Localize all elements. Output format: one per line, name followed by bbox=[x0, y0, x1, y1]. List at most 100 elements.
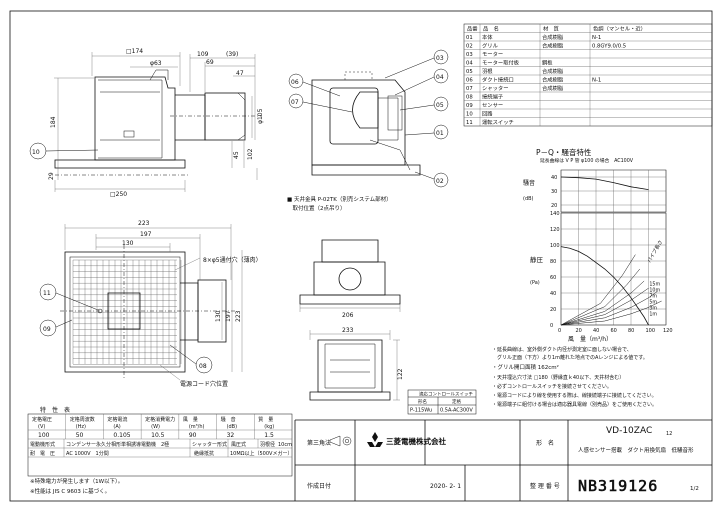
noise-tick-label: 40 bbox=[551, 175, 557, 181]
hole-label: 8×φ5通付穴（薄肉） bbox=[203, 256, 262, 264]
angle-label: 第三角法 bbox=[307, 439, 331, 447]
spec-note-1: ※特殊電力が発生します（1W以下）。 bbox=[30, 477, 123, 485]
withstand-label: 耐 電 圧 bbox=[30, 450, 55, 457]
spec-unit: (dB) bbox=[227, 424, 238, 430]
dim-109: 109 bbox=[197, 51, 209, 58]
callout-05 bbox=[399, 96, 449, 112]
parts-cell: 合成樹脂 bbox=[542, 75, 564, 83]
x-tick-label: 80 bbox=[628, 328, 634, 334]
parts-cell: ダクト接続口 bbox=[482, 75, 514, 83]
shutter-value: 風圧式 bbox=[231, 441, 246, 448]
parts-cell: グリル bbox=[482, 41, 499, 49]
spec-header: 定格電圧 bbox=[32, 416, 52, 423]
spec-header: 定格電流 bbox=[107, 416, 127, 423]
control-box-rating: 0.5A-AC300V bbox=[440, 408, 473, 414]
blade-value: 10cm bbox=[278, 442, 292, 448]
callout-11 bbox=[39, 283, 99, 311]
spec-value: 100 bbox=[38, 432, 50, 439]
blade-label: 羽根径 bbox=[260, 441, 275, 448]
pipe-length-10m: 10m bbox=[649, 287, 660, 293]
dim-122: 122 bbox=[397, 368, 404, 380]
parts-cell: 02 bbox=[466, 43, 473, 49]
pq-note-line-6: ・電源コードにより線を使用する際は、線接続端子に接続してください。 bbox=[492, 392, 657, 399]
mitsubishi-logo bbox=[367, 432, 383, 447]
parts-cell: モーター bbox=[482, 50, 503, 58]
dim-130-side: 130 bbox=[215, 310, 222, 322]
parts-cell: 合成樹脂 bbox=[542, 41, 564, 49]
x-tick-label: 20 bbox=[576, 328, 582, 334]
y-tick-label: 40 bbox=[550, 291, 556, 297]
fixture-note-1: ■ 天井金具 P-02TK（別売システム部材） bbox=[287, 195, 392, 203]
callout-10 bbox=[29, 142, 99, 160]
pipe-length-5m: 5m bbox=[649, 299, 657, 305]
resistance-curve-5m bbox=[560, 287, 649, 326]
dim-69: 69 bbox=[206, 59, 214, 66]
pressure-axis-unit: (Pa) bbox=[530, 280, 540, 286]
spec-value: 90 bbox=[189, 432, 197, 439]
callout-11-label: 11 bbox=[43, 290, 51, 297]
dim-250: □250 bbox=[110, 191, 127, 198]
model-suffix: 12 bbox=[666, 431, 672, 437]
spec-header: 定格周波数 bbox=[70, 416, 95, 423]
parts-cell: 10 bbox=[466, 111, 473, 117]
resistance-curve-3m bbox=[560, 291, 658, 326]
spec-value: 32 bbox=[227, 432, 235, 439]
parts-cell: N-1 bbox=[592, 77, 601, 83]
callout-01-label: 01 bbox=[436, 130, 444, 137]
dim-197-top: 197 bbox=[140, 231, 152, 238]
callout-07-label: 07 bbox=[291, 99, 299, 106]
pq-note: 延長曲線は V P 管 φ100 の場合 AC100V bbox=[540, 157, 634, 164]
fixture-note-2: 取付位置（2点吊り） bbox=[287, 204, 346, 212]
parts-cell: 合成樹脂 bbox=[542, 84, 564, 92]
callout-03-label: 03 bbox=[436, 55, 444, 62]
dim-63: φ63 bbox=[150, 60, 162, 67]
y-tick-label: 20 bbox=[550, 307, 556, 313]
callout-05-label: 05 bbox=[436, 102, 444, 109]
y-tick-label: 80 bbox=[550, 259, 556, 265]
parts-cell: 鋼板 bbox=[542, 58, 553, 66]
noise-tick-label: 20 bbox=[551, 203, 557, 209]
noise-axis-label: 騒音 bbox=[523, 179, 535, 187]
resistance-curve-1m bbox=[560, 300, 662, 326]
spec-unit: (V) bbox=[38, 424, 45, 430]
parts-cell: 運転スイッチ bbox=[482, 119, 514, 126]
motor-value: コンデンサー永久分相形単相誘導電動機 2極 bbox=[66, 441, 169, 448]
cord-hole-label: 電源コード穴位置 bbox=[180, 380, 228, 388]
title-block bbox=[294, 419, 712, 501]
resistance-curve-7m bbox=[560, 280, 645, 326]
parts-cell: 回路 bbox=[482, 109, 493, 117]
spec-value: 10.5 bbox=[151, 432, 165, 439]
withstand-value: AC 1000V 1分間 bbox=[66, 450, 109, 457]
parts-cell: 07 bbox=[466, 86, 473, 92]
page-number: 1/2 bbox=[690, 486, 699, 492]
parts-cell: N-1 bbox=[592, 35, 601, 41]
motor-label: 電動機形式 bbox=[30, 441, 55, 448]
spec-note-2: ※性能は JIS C 9603 に基づく。 bbox=[30, 487, 110, 495]
callout-09-label: 09 bbox=[43, 326, 51, 333]
parts-cell: 06 bbox=[466, 77, 473, 83]
pipe-length-7m: 7m bbox=[649, 293, 657, 299]
callout-04-label: 04 bbox=[436, 74, 444, 81]
callout-10-label: 10 bbox=[32, 149, 40, 156]
spec-header: 風 量 bbox=[183, 416, 198, 423]
spec-title: 特 性 表 bbox=[40, 406, 70, 414]
parts-header: 品番 bbox=[467, 25, 478, 32]
resistance-curve-15m bbox=[560, 254, 636, 326]
parts-cell: 01 bbox=[466, 35, 473, 41]
spec-value: 1.5 bbox=[264, 432, 274, 439]
pipe-length-1m: 1m bbox=[649, 311, 657, 317]
dim-39: (39) bbox=[226, 51, 238, 58]
resistance-curve-10m bbox=[560, 268, 640, 326]
parts-cell: モーター取付板 bbox=[482, 58, 520, 66]
dim-174: □174 bbox=[126, 48, 143, 55]
control-box-col1: 形名 bbox=[418, 398, 427, 405]
y-tick-label: 60 bbox=[550, 275, 556, 281]
parts-cell: 羽根 bbox=[482, 67, 493, 75]
parts-cell: 03 bbox=[466, 52, 473, 58]
parts-cell: 接続端子 bbox=[482, 92, 504, 100]
date-value: 2020- 2- 1 bbox=[430, 483, 461, 490]
spec-header: 定格消費電力 bbox=[145, 416, 175, 423]
sheet-border bbox=[9, 10, 713, 502]
